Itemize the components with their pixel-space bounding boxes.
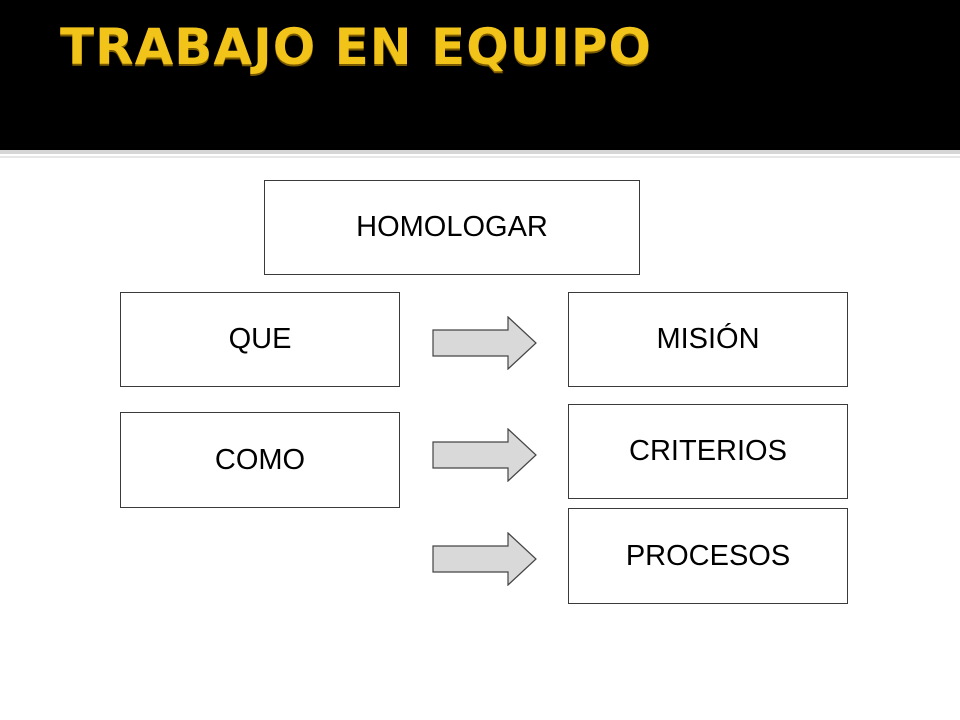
slide-header: TRABAJO EN EQUIPO <box>0 0 960 150</box>
como-box: COMO <box>120 412 400 508</box>
mision-label: MISIÓN <box>656 323 760 355</box>
header-divider <box>0 150 960 154</box>
right-arrow-icon <box>432 532 537 586</box>
que-box: QUE <box>120 292 400 387</box>
como-label: COMO <box>214 443 306 476</box>
homologar-box: HOMOLOGAR <box>264 180 640 275</box>
mision-box: MISIÓN <box>568 292 848 387</box>
right-arrow-icon <box>432 428 537 482</box>
que-label: QUE <box>228 323 292 355</box>
criterios-label: CRITERIOS <box>629 435 787 467</box>
procesos-label: PROCESOS <box>625 539 791 572</box>
slide-title: TRABAJO EN EQUIPO <box>60 18 653 76</box>
right-arrow-icon <box>432 316 537 370</box>
header-divider-secondary <box>0 156 960 158</box>
homologar-label: HOMOLOGAR <box>356 211 548 243</box>
procesos-box: PROCESOS <box>568 508 848 604</box>
criterios-box: CRITERIOS <box>568 404 848 499</box>
